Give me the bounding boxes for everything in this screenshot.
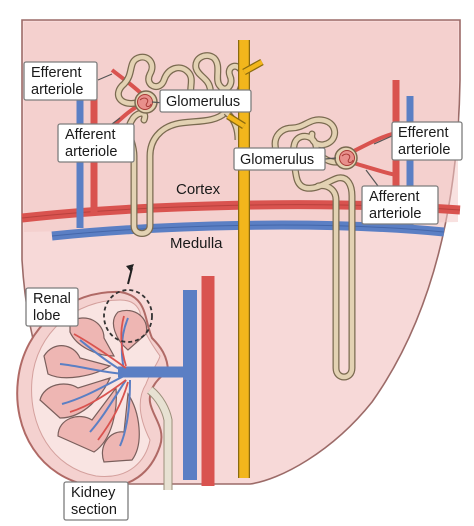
svg-text:arteriole: arteriole [398, 142, 450, 158]
label-efferent-arteriole-left: Efferent arteriole [23, 61, 98, 101]
svg-text:Efferent: Efferent [398, 125, 449, 141]
renal-lobe-highlight [103, 289, 153, 343]
label-kidney-section: Kidney section [63, 481, 129, 521]
svg-text:arteriole: arteriole [31, 82, 83, 98]
svg-text:lobe: lobe [33, 308, 60, 324]
svg-text:Afferent: Afferent [65, 127, 116, 143]
label-efferent-arteriole-right: Efferent arteriole [391, 121, 463, 161]
svg-text:section: section [71, 502, 117, 518]
label-renal-lobe: Renal lobe [25, 287, 79, 327]
label-cortex: Cortex [176, 181, 221, 198]
glomerulus-left-shape [134, 90, 158, 114]
svg-text:Efferent: Efferent [31, 65, 82, 81]
svg-text:Glomerulus: Glomerulus [240, 152, 314, 168]
svg-text:Kidney: Kidney [71, 485, 116, 501]
nephron-tubule-right [271, 116, 356, 381]
svg-text:Glomerulus: Glomerulus [166, 94, 240, 110]
nephron-tubule-left [115, 52, 247, 237]
collecting-duct [226, 40, 264, 478]
label-medulla: Medulla [170, 235, 223, 252]
glomerulus-right-shape [334, 146, 358, 170]
label-glomerulus-right: Glomerulus [233, 147, 326, 171]
svg-text:Renal: Renal [33, 291, 71, 307]
label-afferent-arteriole-left: Afferent arteriole [57, 123, 135, 163]
svg-text:Afferent: Afferent [369, 189, 420, 205]
label-glomerulus-left: Glomerulus [159, 89, 252, 113]
svg-text:arteriole: arteriole [65, 144, 117, 160]
svg-text:arteriole: arteriole [369, 206, 421, 222]
efferent-arteriole-right [351, 132, 393, 154]
kidney-section [16, 289, 188, 490]
label-afferent-arteriole-right: Afferent arteriole [361, 185, 439, 225]
